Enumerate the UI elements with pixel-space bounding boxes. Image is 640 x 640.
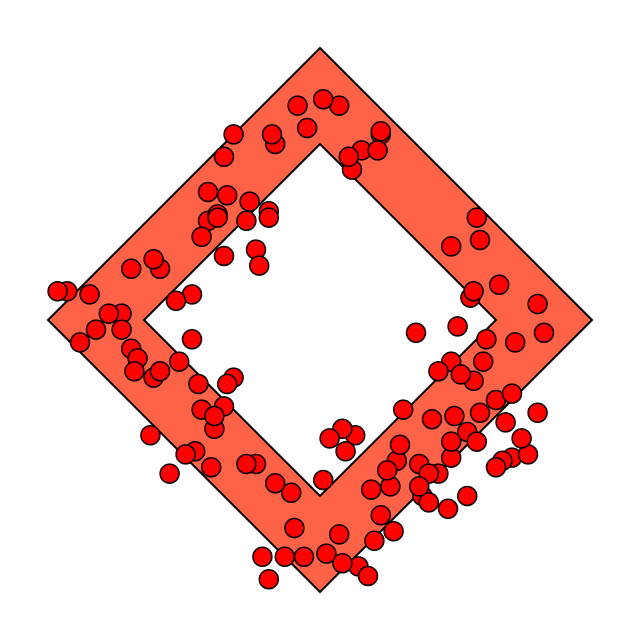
- scatter-point: [98, 303, 120, 324]
- scatter-point: [47, 280, 68, 302]
- scatter-point: [258, 568, 280, 590]
- scatter-point: [338, 146, 360, 168]
- scatter-point: [476, 328, 497, 350]
- scatter-point: [440, 431, 462, 452]
- scatter-point: [223, 124, 244, 145]
- scatter-point: [450, 364, 472, 385]
- scatter-point: [316, 543, 337, 564]
- scatter-point: [485, 456, 507, 478]
- scatter-point: [357, 565, 379, 587]
- scatter-point: [296, 117, 318, 139]
- scatter-point: [140, 424, 161, 446]
- scatter-point: [216, 184, 238, 206]
- scatter-point: [389, 434, 411, 456]
- scatter-point: [463, 280, 484, 302]
- scatter-point: [79, 284, 100, 305]
- scatter-point: [527, 293, 548, 315]
- scatter-point: [511, 428, 532, 449]
- scatter-point: [124, 360, 145, 382]
- scatter-point: [143, 248, 164, 270]
- scatter-point: [328, 524, 350, 545]
- scatter-point: [159, 463, 180, 484]
- scatter-point: [501, 383, 523, 404]
- scatter-point: [293, 546, 315, 568]
- scatter-point: [312, 469, 334, 491]
- scatter-point: [261, 124, 283, 145]
- scatter-point: [533, 322, 555, 344]
- points-layer: [47, 88, 555, 590]
- scatter-point: [332, 552, 353, 574]
- scatter-point: [287, 95, 308, 116]
- scatter-point: [274, 546, 296, 568]
- scatter-point: [495, 412, 516, 433]
- scatter-point: [370, 504, 392, 526]
- scatter-point: [392, 399, 414, 420]
- scatter-point: [213, 245, 235, 267]
- scatter-point: [236, 210, 257, 232]
- scatter-point: [248, 255, 270, 276]
- scatter-point: [236, 453, 257, 475]
- scatter-point: [252, 546, 273, 568]
- scatter-point: [312, 88, 334, 110]
- scatter-point: [149, 360, 171, 382]
- scatter-point: [216, 373, 238, 395]
- scatter-point: [408, 476, 430, 497]
- scatter-point: [191, 226, 212, 248]
- scatter-point: [165, 290, 187, 312]
- scatter-point: [207, 207, 228, 228]
- scatter-point: [376, 460, 398, 481]
- scatter-point: [213, 146, 235, 168]
- scatter-point: [428, 360, 449, 382]
- scatter-point: [405, 322, 427, 344]
- scatter-point: [527, 402, 548, 424]
- scatter-point: [335, 440, 356, 462]
- scatter-point: [444, 405, 465, 427]
- scatter-point: [504, 332, 526, 353]
- scatter-point: [264, 472, 286, 494]
- scatter-point: [204, 405, 225, 427]
- scatter-point: [69, 332, 91, 353]
- scatter-point: [239, 191, 260, 212]
- scatter-point: [440, 236, 462, 257]
- scatter-point: [197, 181, 219, 203]
- scatter-point: [456, 485, 478, 507]
- scatter-point: [469, 402, 491, 424]
- scatter-point: [466, 207, 488, 228]
- scatter-point: [120, 258, 142, 280]
- scatter-point: [418, 492, 440, 513]
- scatter-point: [466, 431, 488, 452]
- scatter-point: [367, 140, 388, 161]
- scatter-point: [111, 319, 132, 340]
- scatter-point: [188, 373, 209, 395]
- scatter-point: [437, 498, 459, 520]
- scatter-point: [168, 351, 190, 372]
- scatter-point: [472, 351, 494, 372]
- scatter-point: [370, 120, 392, 142]
- scatter-point: [488, 274, 510, 296]
- scatter-point: [447, 316, 468, 337]
- scatter-point: [181, 328, 203, 350]
- scatter-point: [383, 520, 404, 542]
- scatter-point: [258, 207, 280, 228]
- scatter-point: [319, 428, 340, 449]
- scatter-point: [421, 408, 443, 430]
- scatter-point: [200, 456, 222, 478]
- scatter-point: [85, 319, 107, 340]
- scatter-point: [280, 482, 302, 504]
- scatter-point: [360, 479, 382, 500]
- scatter-point: [364, 530, 385, 552]
- scatter-point: [175, 444, 196, 465]
- scatter-point: [284, 517, 305, 539]
- scatter-point: [469, 229, 491, 251]
